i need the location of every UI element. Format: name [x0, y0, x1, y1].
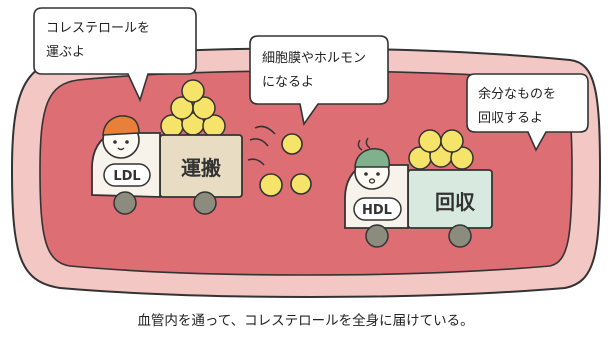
- hdl-cargo-label: 回収: [435, 190, 476, 214]
- ldl-bubble-line-2: 運ぶよ: [46, 45, 85, 60]
- ldl-cargo-label: 運搬: [181, 156, 221, 180]
- ldl-truck: LDL 運搬: [91, 79, 243, 215]
- ldl-badge: LDL: [113, 169, 140, 184]
- hdl-bubble-line-2: 回収するよ: [478, 111, 543, 126]
- caption: 血管内を通って、コレステロールを全身に届けている。: [137, 313, 474, 329]
- hdl-badge: HDL: [362, 203, 392, 218]
- middle-bubble-line-1: 細胞膜やホルモン: [262, 51, 366, 66]
- middle-bubble-line-2: になるよ: [262, 75, 314, 90]
- middle-speech-bubble: 細胞膜やホルモン になるよ: [249, 35, 389, 126]
- hdl-bubble-line-1: 余分なものを: [478, 86, 556, 102]
- ldl-speech-bubble: コレステロールを 運ぶよ: [33, 7, 197, 103]
- cholesterol-particles: [247, 125, 312, 197]
- hdl-truck: HDL 回収: [344, 129, 493, 248]
- hdl-speech-bubble: 余分なものを 回収するよ: [466, 73, 589, 152]
- ldl-bubble-line-1: コレステロールを: [46, 21, 150, 36]
